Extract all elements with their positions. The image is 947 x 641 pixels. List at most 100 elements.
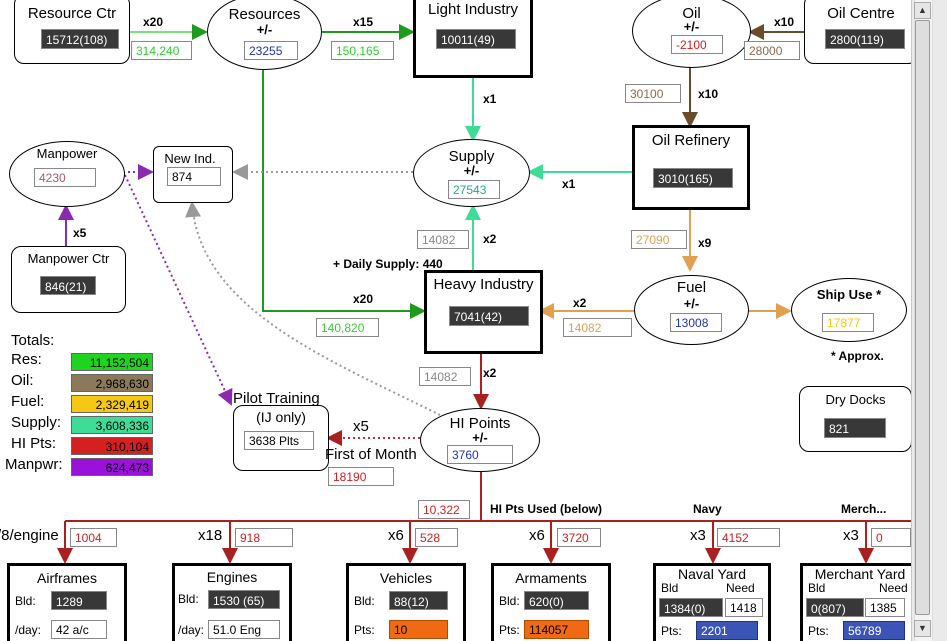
light-industry-node: Light Industry 10011(49) [413,0,533,78]
rc-res-mult: x20 [143,15,164,29]
scrollbar-thumb[interactable] [915,20,930,615]
vertical-scrollbar[interactable]: ▲ ▼ [911,0,947,641]
hi-points-node: HI Points +/- 3760 [420,408,540,472]
armaments-node: Armaments Bld: 620(0) Pts: 114057 [491,563,611,641]
resources-node: Resources +/- 23255 [207,0,322,70]
merchant-yard-node: Merchant Yard Bld Need 0(807) 1385 Pts: … [800,563,911,641]
totals-value: 2,968,630 [71,374,153,392]
pilot-training-value: 3638 Plts [244,431,314,450]
vehicles-bld: 88(12) [389,591,448,610]
res-hi-value: 140,820 [316,318,379,337]
scroll-down-button[interactable]: ▼ [914,620,931,637]
supply-title: Supply [448,148,495,165]
totals-label: HI Pts: [11,435,57,452]
supply-node: Supply +/- 27543 [413,139,530,207]
totals-value: 11,152,504 [71,353,153,371]
airframes-cost: 1004 [70,528,117,547]
flow-arrows [57,24,911,564]
ship-use-node: Ship Use * 17877 [791,278,907,342]
heavy-industry-title: Heavy Industry [433,276,534,293]
new-ind-value: 874 [167,167,221,186]
armaments-mult: x6 [529,527,545,544]
merchant-cost: 0 [871,528,911,547]
arrow-manpower-pilot [124,174,233,406]
naval-bld: 1384(0) [659,598,723,617]
manpower-ctr-node: Manpower Ctr 846(21) [11,246,126,313]
approx-note: * Approx. [831,349,884,363]
merchant-need-label: Need [879,581,908,595]
engines-bld-label: Bld: [178,592,199,606]
merchant-need: 1385 [865,598,905,617]
ship-use-value: 17877 [822,313,874,332]
new-ind-node: New Ind. 874 [153,146,233,203]
naval-need-label: Need [726,581,755,595]
merchant-bld-label: Bld [808,581,826,595]
totals-label: Res: [11,351,42,368]
airframes-node: Airframes Bld: 1289 /day: 42 a/c [7,563,127,641]
dry-docks-title: Dry Docks [825,392,886,407]
vehicles-pts-label: Pts: [354,623,375,637]
oil-value: -2100 [671,35,723,54]
light-industry-value: 10011(49) [436,29,516,49]
res-li-mult: x15 [353,15,374,29]
oil-refinery-node: Oil Refinery 3010(165) [632,125,750,210]
oil-centre-value: 2800(119) [825,29,905,49]
ref-sup-mult: x1 [562,177,576,191]
naval-yard-node: Naval Yard Bld Need 1384(0) 1418 Pts: 22… [653,563,771,641]
scroll-up-button[interactable]: ▲ [914,2,931,19]
naval-pts-label: Pts: [661,624,682,638]
res-hi-mult: x20 [353,292,374,306]
totals-value: 2,329,419 [71,395,153,413]
oil-title: Oil [682,5,701,22]
li-sup-mult: x1 [483,92,497,106]
engines-day: 51.0 Eng [208,620,280,639]
rc-res-value: 314,240 [131,41,192,60]
airframes-day: 42 a/c [51,620,107,639]
oil-ref-value: 30100 [625,84,681,103]
airframes-mult: /8/engine [0,527,59,544]
pilot-training-title: Pilot Training [233,390,320,407]
fuel-title: Fuel [676,279,707,296]
airframes-bld: 1289 [51,591,107,610]
armaments-bld-label: Bld: [499,594,520,608]
vehicles-title: Vehicles [379,570,433,586]
mc-mp-mult: x5 [73,226,87,240]
arrow-resources-heavy-industry [262,70,426,319]
merchant-bld: 0(807) [806,598,864,617]
manpower-node: Manpower 4230 [9,141,125,207]
airframes-bld-label: Bld: [15,594,36,608]
vehicles-node: Vehicles Bld: 88(12) Pts: 10 [346,563,466,641]
new-ind-title: New Ind. [164,151,216,166]
light-industry-title: Light Industry [427,1,519,18]
armaments-title: Armaments [515,570,587,586]
totals-label: Oil: [11,372,34,389]
hi-points-value: 3760 [447,445,513,464]
hi-hip-mult: x2 [483,366,497,380]
totals-value: 624,473 [71,458,153,476]
supply-value: 27543 [448,180,500,199]
naval-need: 1418 [725,598,763,617]
fuel-value: 13008 [670,313,722,332]
totals-value: 3,608,336 [71,416,153,434]
hip-used-label: HI Pts Used (below) [490,502,603,516]
engines-bld: 1530 (65) [208,590,280,609]
resources-sub: +/- [256,22,273,37]
hi-points-title: HI Points [449,415,511,432]
dry-docks-value: 821 [824,418,886,438]
engines-node: Engines Bld: 1530 (65) /day: 51.0 Eng [172,563,292,641]
resource-ctr-node: Resource Ctr 15712(108) [14,0,130,64]
armaments-pts: 114057 [524,620,589,639]
first-of-month-label: First of Month [325,446,417,463]
resource-ctr-value: 15712(108) [41,29,119,49]
fuel-node: Fuel +/- 13008 [634,275,749,345]
engines-day-label: /day: [178,623,205,637]
oil-sub: +/- [683,19,700,34]
daily-supply-label: + Daily Supply: 440 [333,257,443,271]
totals-label: Supply: [11,414,62,431]
totals-label: Manpwr: [5,456,63,473]
manpower-ctr-value: 846(21) [40,276,96,295]
armaments-cost: 3720 [557,528,601,547]
hi-sup-mult: x2 [483,232,497,246]
res-li-value: 150,165 [331,41,394,60]
ref-fuel-mult: x9 [698,236,712,250]
